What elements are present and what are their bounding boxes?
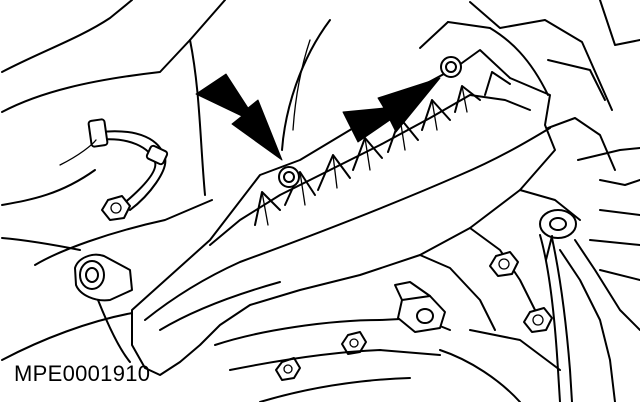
arrow-right-indicator <box>342 77 441 143</box>
bolt-right-middle <box>489 251 519 277</box>
vacuum-hose <box>59 118 169 211</box>
arrow-left-indicator <box>195 73 283 161</box>
stud-lower-center <box>394 281 446 333</box>
manifold-cover <box>131 21 556 376</box>
bolt-left-upper <box>101 195 131 221</box>
breather-hose-right <box>539 209 577 261</box>
lower-pan <box>214 319 441 402</box>
cover-nut-left <box>278 166 300 188</box>
right-side-components <box>379 117 640 402</box>
cover-nut-right <box>440 56 462 78</box>
bolt-right-lower <box>523 307 553 333</box>
stud-bottom-left <box>74 253 133 302</box>
figure-id-label: MPE0001910 <box>14 361 151 386</box>
engine-block-background <box>1 0 640 363</box>
